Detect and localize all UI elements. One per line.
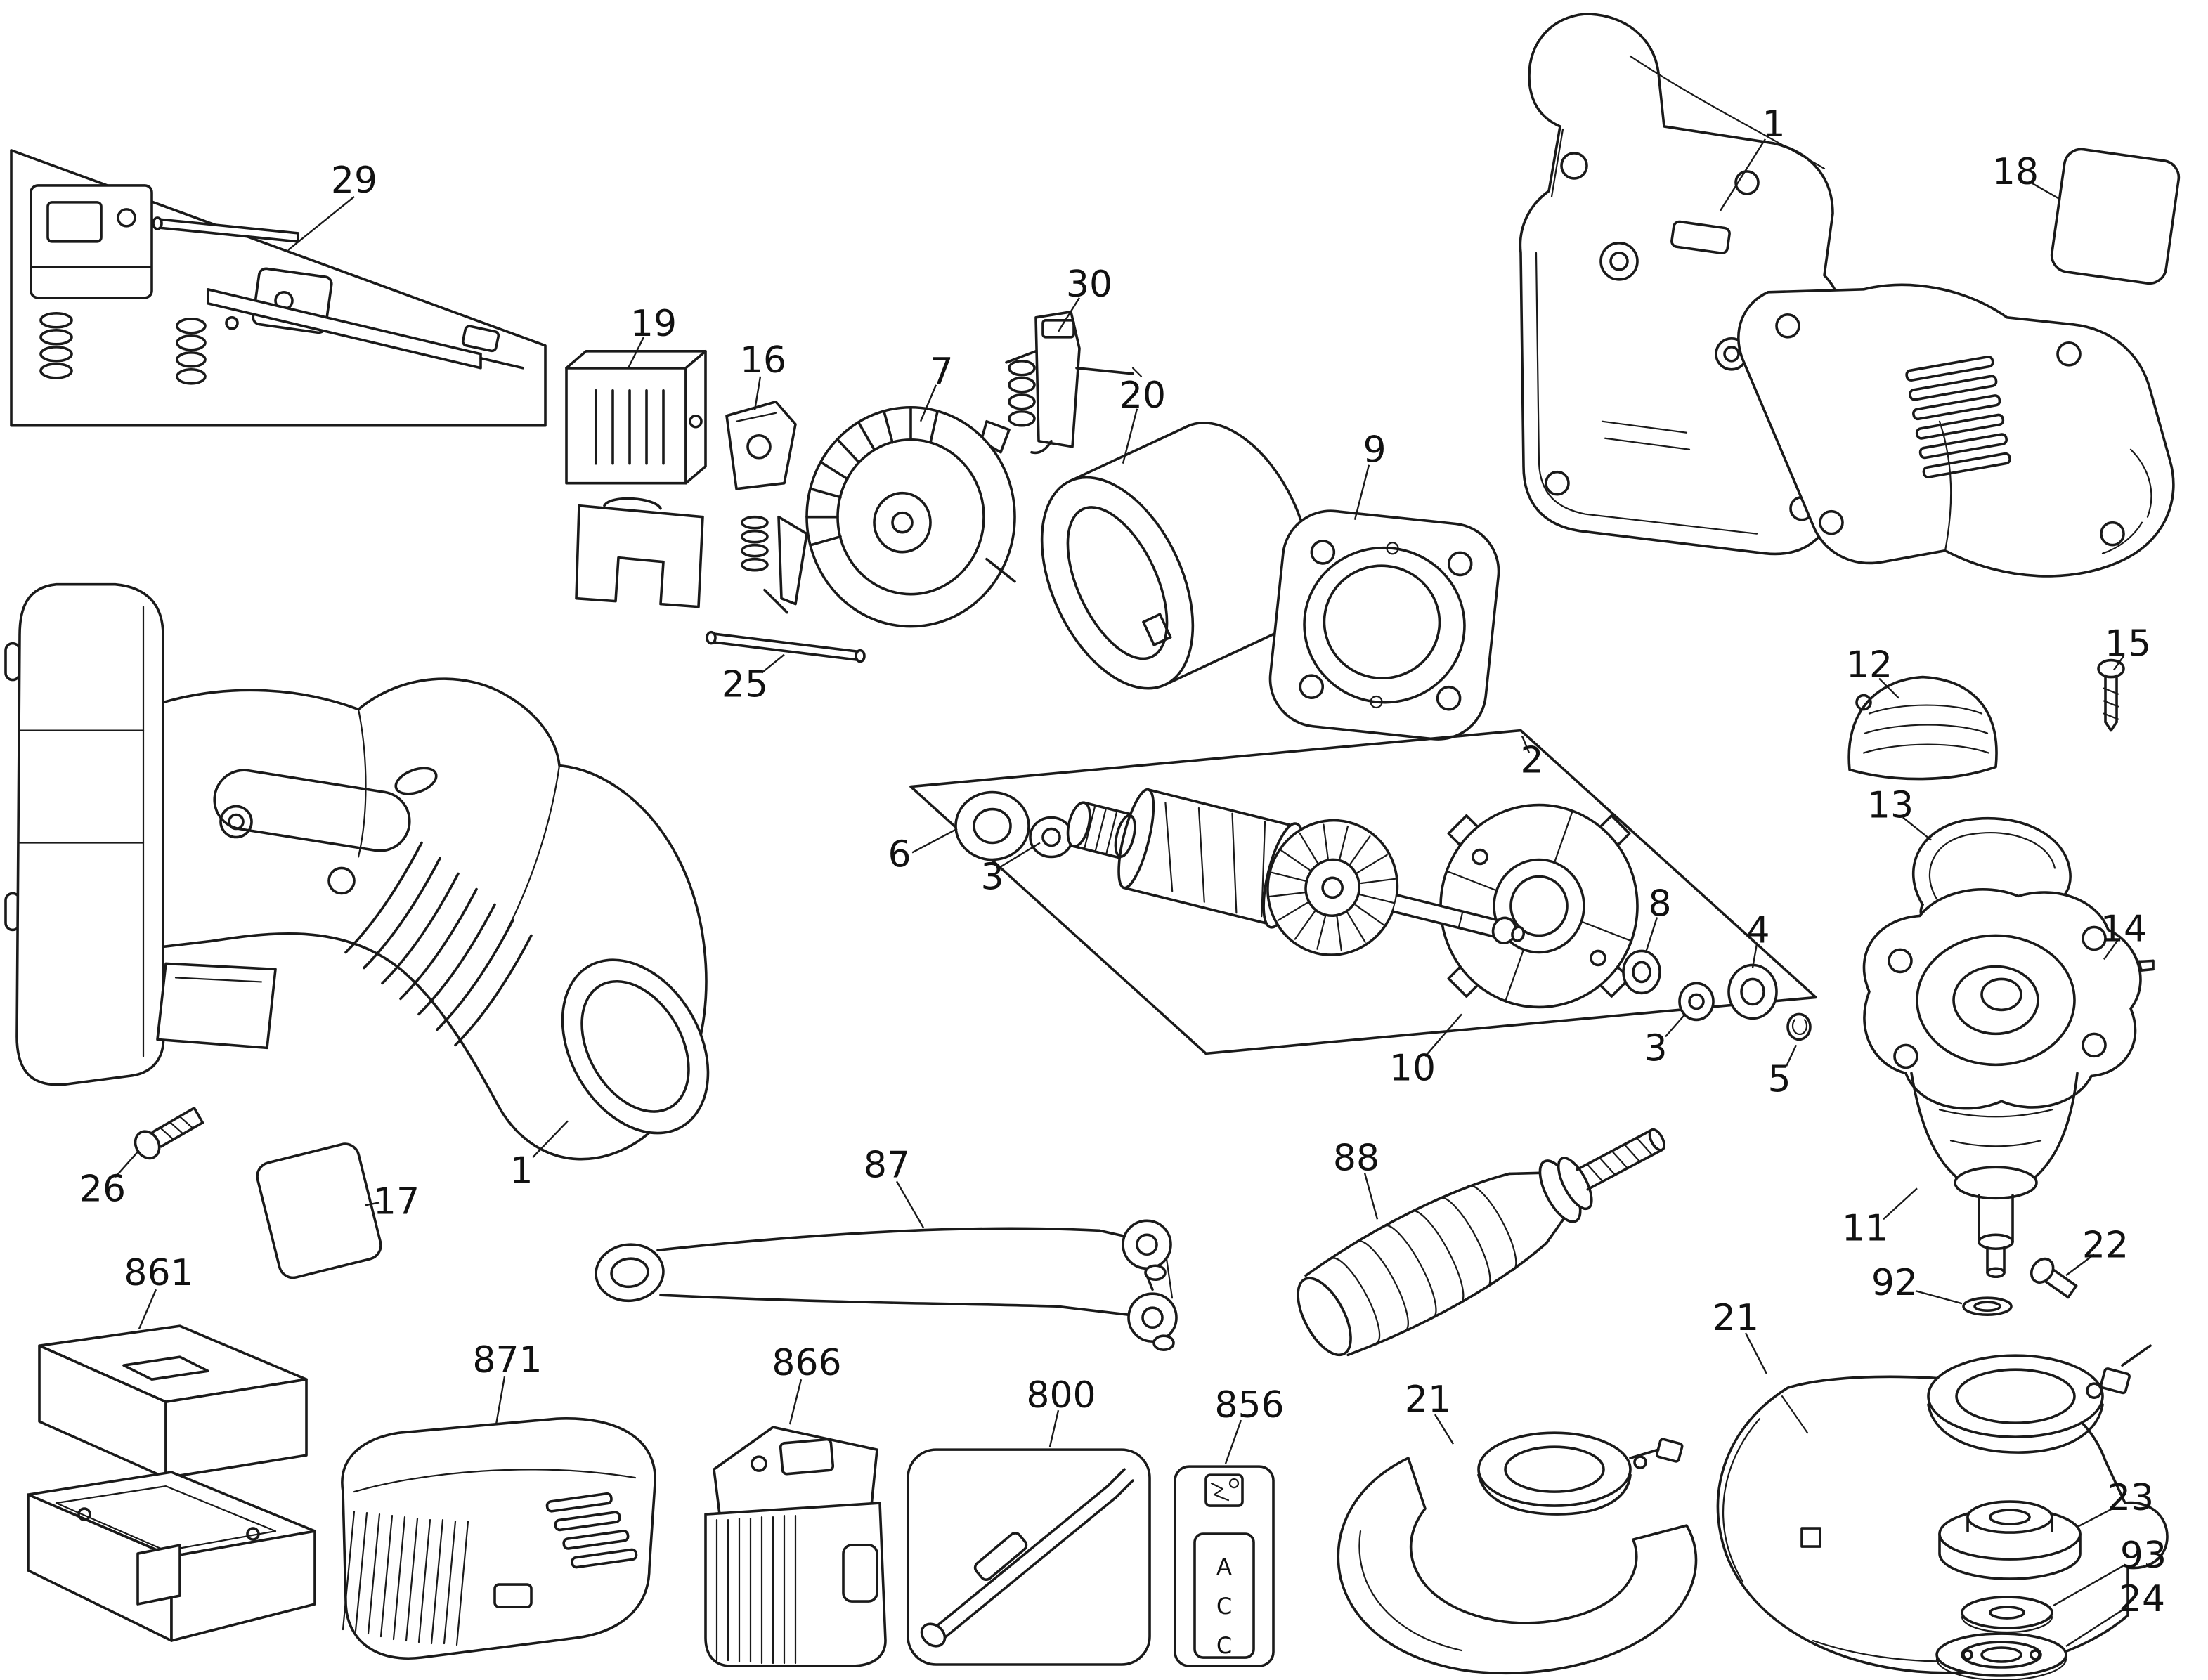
callout-8-washer: 8 <box>1648 883 1671 925</box>
callout-18-label: 18 <box>1992 151 2039 193</box>
leader-lines <box>115 138 2126 1648</box>
callout-22-screw: 22 <box>2082 1224 2129 1266</box>
callout-1-housing-right: 1 <box>1762 103 1785 145</box>
charger-vents <box>545 1492 638 1569</box>
acc-letter-c1: C <box>1216 1593 1232 1620</box>
acc-letter-a: A <box>1216 1554 1232 1580</box>
callout-23-flange: 23 <box>2108 1477 2154 1519</box>
callout-7-baffle: 7 <box>930 351 953 393</box>
bearing-4 <box>1727 963 1778 1020</box>
housing-right-1 <box>1519 13 2175 578</box>
cap-12 <box>1847 675 1998 781</box>
callout-88-side-handle: 88 <box>1333 1137 1379 1179</box>
acc-tag-856: A C C <box>1174 1465 1275 1667</box>
callout-2-armature-assembly: 2 <box>1520 740 1543 782</box>
callout-6-bearing: 6 <box>888 833 911 875</box>
callout-11-gearcase: 11 <box>1842 1207 1888 1249</box>
washer-8 <box>1622 949 1661 995</box>
callout-5-retainer: 5 <box>1767 1058 1791 1100</box>
housing-left-1 <box>4 582 710 1161</box>
callout-14-screw: 14 <box>2100 908 2147 950</box>
switch-19 <box>565 349 707 608</box>
charger-871 <box>341 1417 656 1660</box>
armature-rotor <box>1066 788 1526 956</box>
spacer-3a <box>1029 816 1074 859</box>
wrench-87 <box>595 1219 1178 1351</box>
callout-9-bearing-plate: 9 <box>1363 429 1386 471</box>
flange-nut-24 <box>1935 1632 2067 1680</box>
label-sticker-18 <box>2050 148 2181 285</box>
callout-25-rod: 25 <box>722 664 768 706</box>
callout-26-screw: 26 <box>79 1168 126 1210</box>
spring-coil-a <box>39 312 73 379</box>
callout-856-acc-tag: 856 <box>1214 1384 1284 1426</box>
grip-ribs <box>344 841 533 1047</box>
bracket-16 <box>725 400 808 614</box>
callout-3-spacer-b: 3 <box>1644 1027 1667 1069</box>
label-sticker-17 <box>256 1142 382 1279</box>
screw-26 <box>134 1107 204 1160</box>
callout-30-brush-holder: 30 <box>1066 263 1112 306</box>
battery-866 <box>704 1426 887 1667</box>
gearcase-11 <box>1862 888 2142 1279</box>
heatsink-ribs <box>342 1511 469 1646</box>
callout-93-washer: 93 <box>2120 1535 2167 1577</box>
callout-861-kit-box: 861 <box>124 1252 193 1294</box>
callout-19-switch: 19 <box>630 303 677 345</box>
callout-4-bearing: 4 <box>1746 909 1769 951</box>
callout-871-charger: 871 <box>472 1339 542 1381</box>
screw-22 <box>2030 1257 2078 1299</box>
battery-ribs <box>715 1514 797 1665</box>
assembly-outline-box <box>909 729 1817 1055</box>
callout-92-washer: 92 <box>1871 1262 1918 1304</box>
callout-15-screw: 15 <box>2105 623 2151 665</box>
washer-93 <box>1961 1596 2053 1634</box>
brush-holder-30 <box>1005 311 1143 455</box>
fan-baffle-7 <box>805 405 1016 628</box>
callout-17-label: 17 <box>373 1180 420 1223</box>
field-20 <box>1040 422 1311 690</box>
baffle-10 <box>1439 803 1639 1009</box>
callout-12-cap: 12 <box>1846 644 1892 686</box>
bearing-plate-9 <box>1268 509 1500 741</box>
inset-switch-detail <box>10 149 547 427</box>
washer-92 <box>1962 1296 2013 1317</box>
callout-20-field: 20 <box>1119 375 1166 417</box>
callout-800-spanner: 800 <box>1026 1374 1096 1417</box>
retainer-5 <box>1786 1012 1812 1041</box>
callout-16-bracket: 16 <box>740 339 786 382</box>
spacer-3b <box>1678 982 1715 1022</box>
callout-866-battery: 866 <box>772 1342 841 1384</box>
callout-29-switch-detail: 29 <box>331 159 377 202</box>
callout-24-flange-nut: 24 <box>2119 1578 2165 1620</box>
flange-23 <box>1938 1500 2082 1580</box>
callout-21-guard-small: 21 <box>1405 1379 1451 1421</box>
guard-21-small <box>1337 1431 1698 1674</box>
vent-slots <box>1905 355 2011 478</box>
callout-3-spacer-a: 3 <box>980 856 1004 898</box>
callout-1-housing-left: 1 <box>509 1150 533 1192</box>
bearing-6 <box>954 790 1030 861</box>
kit-box-861 <box>27 1324 316 1642</box>
acc-letter-c2: C <box>1216 1632 1232 1659</box>
spring-coil-b <box>176 318 207 385</box>
spanner-800 <box>907 1448 1151 1666</box>
rod-25 <box>706 630 866 663</box>
side-handle-88 <box>1297 1128 1665 1357</box>
callout-13-clip: 13 <box>1867 785 1914 827</box>
callout-labels: 29 19 16 7 30 20 9 1 18 12 15 13 14 2 6 … <box>79 103 2167 1620</box>
armature-assembly-2 <box>909 729 1817 1055</box>
callout-87-wrench: 87 <box>864 1144 910 1186</box>
callout-21-guard-large: 21 <box>1713 1297 1759 1339</box>
callout-10-baffle: 10 <box>1389 1047 1436 1089</box>
